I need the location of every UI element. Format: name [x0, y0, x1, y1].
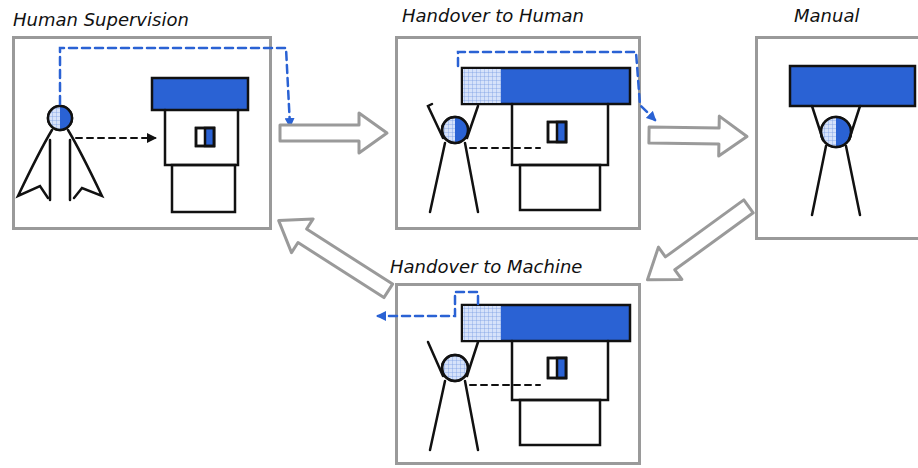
block-arrow: [279, 219, 393, 298]
panel-title: Handover to Machine: [390, 256, 582, 277]
supervision-scene: [18, 48, 290, 212]
scene-panel: Handover to Machine: [395, 283, 641, 465]
panel-title: Human Supervision: [13, 9, 189, 30]
handover-human-scene: [428, 52, 655, 212]
block-arrow: [648, 200, 754, 280]
panel-title: Manual: [794, 5, 859, 26]
block-arrow: [649, 116, 747, 156]
scene-panel: Human Supervision: [12, 36, 272, 230]
scene-panel: Handover to Human: [395, 36, 641, 230]
block-arrow: [280, 113, 387, 153]
manual-scene: [790, 66, 915, 215]
scene-panel: Manual: [755, 36, 918, 240]
handover-machine-scene: [378, 292, 630, 450]
panel-title: Handover to Human: [402, 5, 584, 26]
